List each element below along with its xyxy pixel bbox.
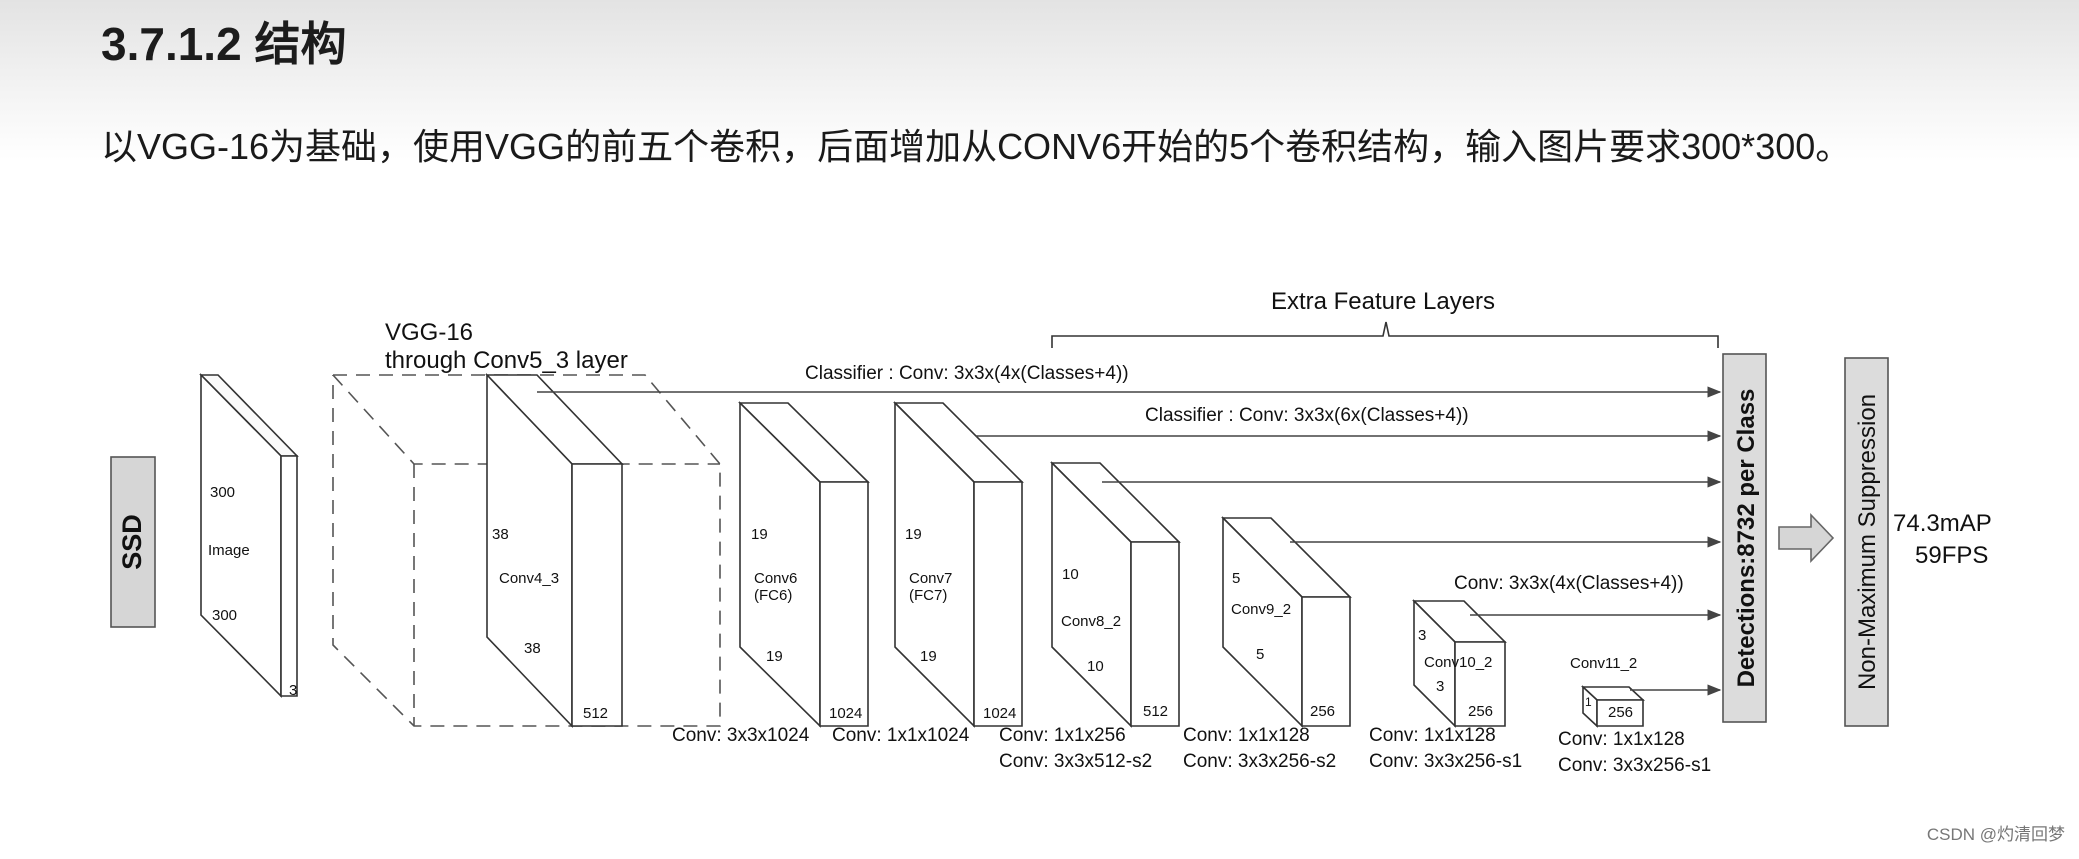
conv10-side: 3 [1418,627,1426,644]
image-name: Image [208,542,250,559]
conv9-op1: Conv: 1x1x128 [1183,725,1310,746]
conv10-op2: Conv: 3x3x256-s1 [1369,751,1522,772]
map-result: 74.3mAP [1893,510,1992,537]
conv9-side: 5 [1232,570,1240,587]
watermark: CSDN @灼清回梦 [1926,825,2065,844]
conv7-side: 19 [905,526,922,543]
conv10-block [1412,599,1507,728]
image-block [199,373,299,698]
conv6-side: 19 [751,526,768,543]
conv8-name: Conv8_2 [1061,613,1121,630]
nms-label: Non-Maximum Suppression [1854,394,1881,690]
classifier-label-1: Classifier : Conv: 3x3x(4x(Classes+4)) [805,363,1129,384]
conv11-depth: 256 [1608,704,1633,721]
conv6-bottom: 19 [766,648,783,665]
conv10-bottom: 3 [1436,678,1444,695]
fps-result: 59FPS [1915,542,1988,569]
conv6-name: Conv6 [754,570,797,587]
conv8-side: 10 [1062,566,1079,583]
conv7-block [893,401,1024,728]
image-size-bottom: 300 [212,607,237,624]
extra-layers-label: Extra Feature Layers [1271,288,1495,315]
conv11-side: 1 [1585,695,1592,709]
conv4-bottom: 38 [524,640,541,657]
conv8-op2: Conv: 3x3x512-s2 [999,751,1152,772]
detections-label: Detections:8732 per Class [1733,389,1760,688]
nms-box [1844,357,1889,727]
conv6-depth: 1024 [829,705,862,722]
image-size-top: 300 [210,484,235,501]
conv9-block [1221,516,1352,728]
conv10-name: Conv10_2 [1424,654,1492,671]
conv6-op: Conv: 3x3x1024 [672,725,810,746]
classifier-label-2: Classifier : Conv: 3x3x(6x(Classes+4)) [1145,405,1469,426]
extra-layers-brace [1051,321,1719,348]
conv4-block [485,373,624,728]
conv10-depth: 256 [1468,703,1493,720]
output-arrow [1778,513,1835,563]
image-depth: 3 [289,682,297,699]
conv11-name: Conv11_2 [1570,655,1637,672]
ssd-box [110,456,156,628]
conv9-op2: Conv: 3x3x256-s2 [1183,751,1336,772]
conv11-op2: Conv: 3x3x256-s1 [1558,755,1711,776]
conv6-name-fc: (FC6) [754,587,792,604]
conv7-name: Conv7 [909,570,952,587]
conv6-block [738,401,870,728]
conv7-depth: 1024 [983,705,1016,722]
conv4-side: 38 [492,526,509,543]
conv8-block [1050,461,1181,728]
conv9-bottom: 5 [1256,646,1264,663]
vgg-label-line1: VGG-16 [385,319,473,346]
conv8-bottom: 10 [1087,658,1104,675]
description-paragraph: 以VGG-16为基础，使用VGG的前五个卷积，后面增加从CONV6开始的5个卷积… [101,126,1852,167]
classifier-label-3: Conv: 3x3x(4x(Classes+4)) [1454,573,1684,594]
conv8-depth: 512 [1143,703,1168,720]
conv4-name: Conv4_3 [499,570,559,587]
detections-box [1722,353,1767,723]
conv11-block [1580,685,1646,728]
section-title: 3.7.1.2 结构 [101,18,347,70]
ssd-label: SSD [117,514,147,570]
conv9-name: Conv9_2 [1231,601,1291,618]
conv7-op: Conv: 1x1x1024 [832,725,970,746]
conv7-bottom: 19 [920,648,937,665]
conv8-op1: Conv: 1x1x256 [999,725,1126,746]
vgg-label-line2: through Conv5_3 layer [385,347,628,374]
conv7-name-fc: (FC7) [909,587,947,604]
conv9-depth: 256 [1310,703,1335,720]
conv11-op1: Conv: 1x1x128 [1558,729,1685,750]
conv10-op1: Conv: 1x1x128 [1369,725,1496,746]
conv4-depth: 512 [583,705,608,722]
